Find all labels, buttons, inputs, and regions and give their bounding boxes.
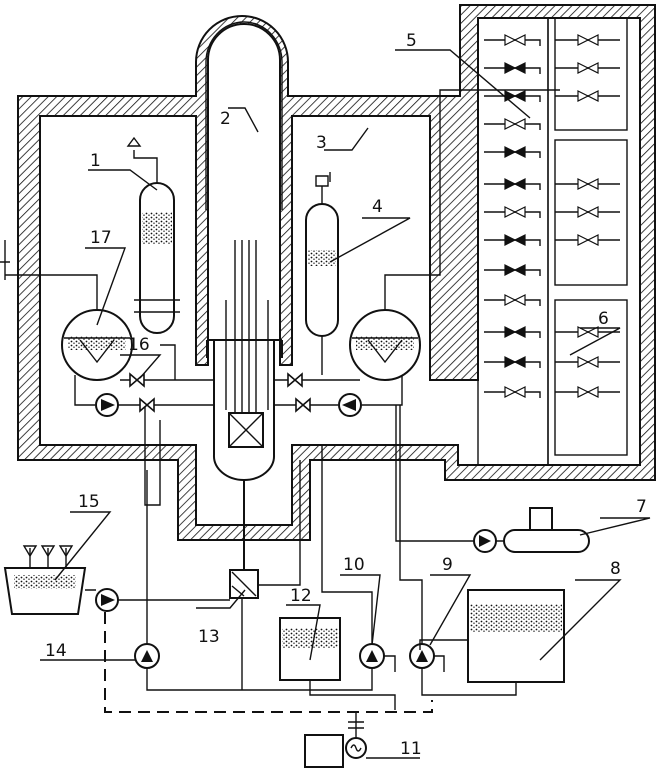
- label-9: 9: [442, 555, 453, 575]
- valve-row: [484, 34, 620, 46]
- pump-primary-right: [338, 393, 362, 417]
- label-12: 12: [290, 586, 312, 606]
- label-3: 3: [316, 133, 327, 153]
- label-15: 15: [78, 492, 100, 512]
- label-17: 17: [90, 228, 112, 248]
- valve-row: [484, 264, 541, 276]
- label-6: 6: [598, 309, 609, 329]
- label-14: 14: [45, 641, 67, 661]
- dome-2: [205, 21, 283, 210]
- valve-row: [484, 294, 541, 306]
- pump-9: [409, 643, 435, 669]
- valve-row: [484, 206, 620, 218]
- outside-piping: [85, 405, 517, 713]
- label-10: 10: [343, 555, 365, 575]
- labels: 1 2 3 4 5 6 7 8 9 10 11 12 13 14 15 16 1…: [45, 31, 647, 759]
- valve-row: [484, 326, 620, 338]
- valve-row: [484, 118, 541, 130]
- label-4: 4: [372, 197, 383, 217]
- label-5: 5: [406, 31, 417, 51]
- storage-tank-12: [279, 617, 341, 681]
- valve-row: [484, 386, 620, 398]
- steam-line-right: [384, 89, 560, 310]
- valve-row: [484, 234, 620, 246]
- generator-11: [304, 712, 367, 768]
- label-2: 2: [220, 109, 231, 129]
- steam-chest: [477, 17, 628, 466]
- label-7: 7: [636, 497, 647, 517]
- accumulator: [305, 172, 339, 375]
- pool-15: [3, 545, 87, 615]
- storage-tank-8: [419, 589, 565, 683]
- steam-generator-right: [349, 309, 421, 381]
- pump-15-feed: [95, 588, 119, 612]
- valve-row: [484, 62, 620, 74]
- valve-row: [484, 146, 541, 158]
- containment-wall: [17, 4, 656, 541]
- valve-row: [484, 356, 620, 368]
- primary-loop: [74, 344, 403, 506]
- steam-line-left: [5, 274, 98, 310]
- pump-primary-left: [95, 393, 119, 417]
- pressurizer: [126, 136, 180, 334]
- valve-row: [484, 178, 620, 190]
- valve-row: [484, 90, 620, 102]
- steam-valve-rows: [484, 34, 620, 398]
- heat-exchanger-13: [229, 569, 259, 599]
- leader-lines: [40, 49, 651, 759]
- label-11: 11: [400, 739, 422, 759]
- pump-14: [134, 643, 160, 669]
- steam-generator-left: [61, 309, 133, 381]
- label-13: 13: [198, 627, 220, 647]
- label-16: 16: [128, 335, 150, 355]
- pump-10: [359, 643, 385, 669]
- label-8: 8: [610, 559, 621, 579]
- label-1: 1: [90, 151, 101, 171]
- reactor-vessel: [206, 240, 283, 570]
